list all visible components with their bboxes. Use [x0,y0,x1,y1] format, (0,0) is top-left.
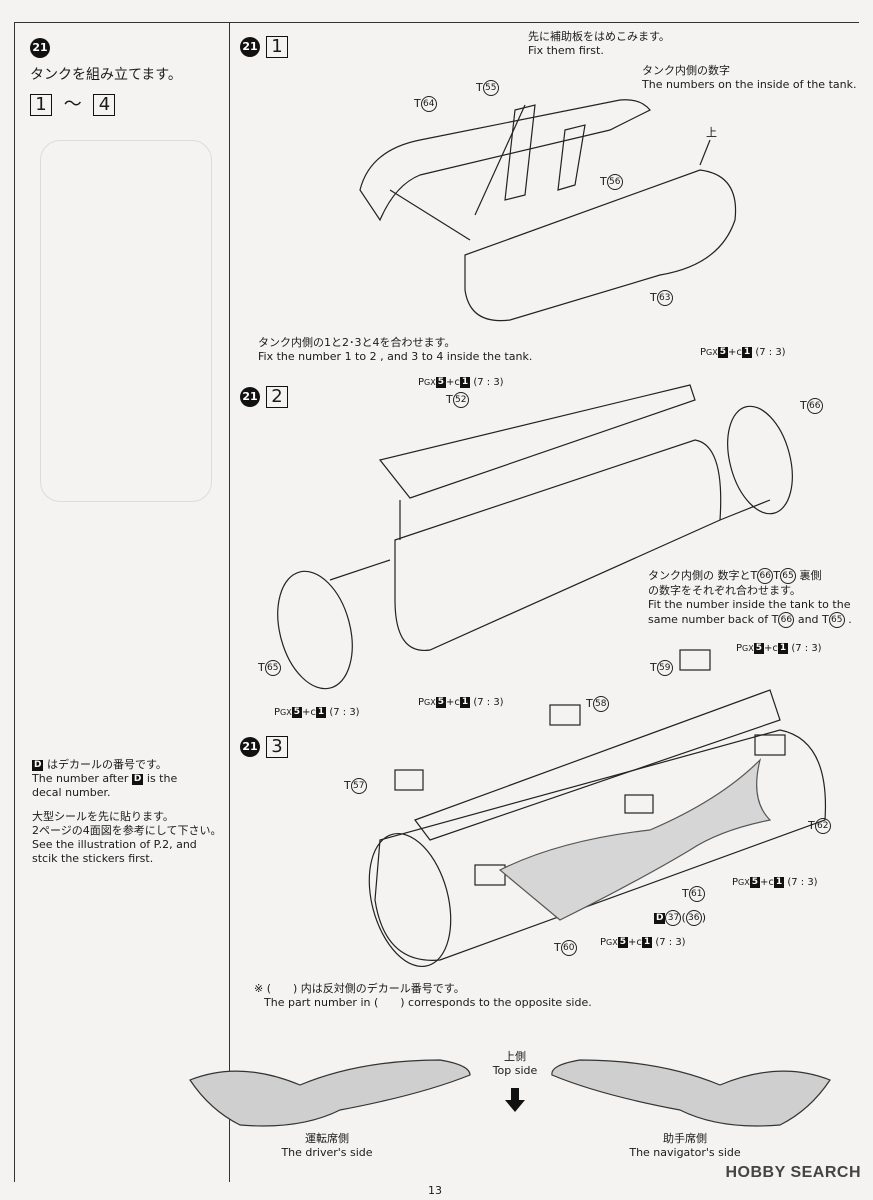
top-side-arrow [505,1088,525,1112]
navigator-side-label: 助手席側 The navigator's side [629,1132,741,1159]
step-range: 1 〜 4 [30,90,220,116]
watermark-logo: HOBBY SEARCH [725,1164,861,1181]
end-cap-right [727,405,793,515]
step1-up-label: 上 [706,126,717,139]
page-number: 13 [428,1184,442,1197]
bracket-55 [504,104,536,201]
step1-fix-first: 先に補助板をはめこみます。 Fix them first. [528,30,670,57]
step1-header: 21 1 [240,36,288,58]
tank-finished [374,729,827,961]
left-column: 21 タンクを組み立てます。 1 〜 4 [30,36,220,116]
step3-header: 21 3 [240,736,288,758]
bracket-56 [557,124,586,191]
top-side-label: 上側 Top side [492,1050,538,1077]
shark-driver-side [189,1059,471,1127]
sticker-note: 大型シールを先に貼ります。 2ページの4面図を参考にして下さい。 See the… [32,810,222,865]
shell-lower [464,169,737,322]
step1-note: タンク内側の1と2･3と4を合わせます。 Fix the number 1 to… [258,336,533,363]
page-frame-left [14,22,15,1182]
decal-note: D はデカールの番号です。 The number after D is the … [32,758,178,799]
top-plate-final [414,689,781,841]
step-title: タンクを組み立てます。 [30,67,182,83]
end-cap-left [277,570,353,690]
driver-side-label: 運転席側 The driver's side [281,1132,373,1159]
ghost-illustration [40,140,212,502]
step-number-badge: 21 [30,36,220,58]
shark-decal [498,758,772,921]
step3-note: ※ ( ) 内は反対側のデカール番号です。 The part number in… [254,982,592,1009]
step1-inside-numbers: タンク内側の数字 The numbers on the inside of th… [642,64,857,91]
page-frame-top [14,22,859,23]
shell-upper [359,99,651,222]
shark-navigator-side [551,1059,831,1127]
step2-header: 21 2 [240,386,288,408]
top-plate-52 [378,384,696,499]
column-divider [229,22,230,1182]
